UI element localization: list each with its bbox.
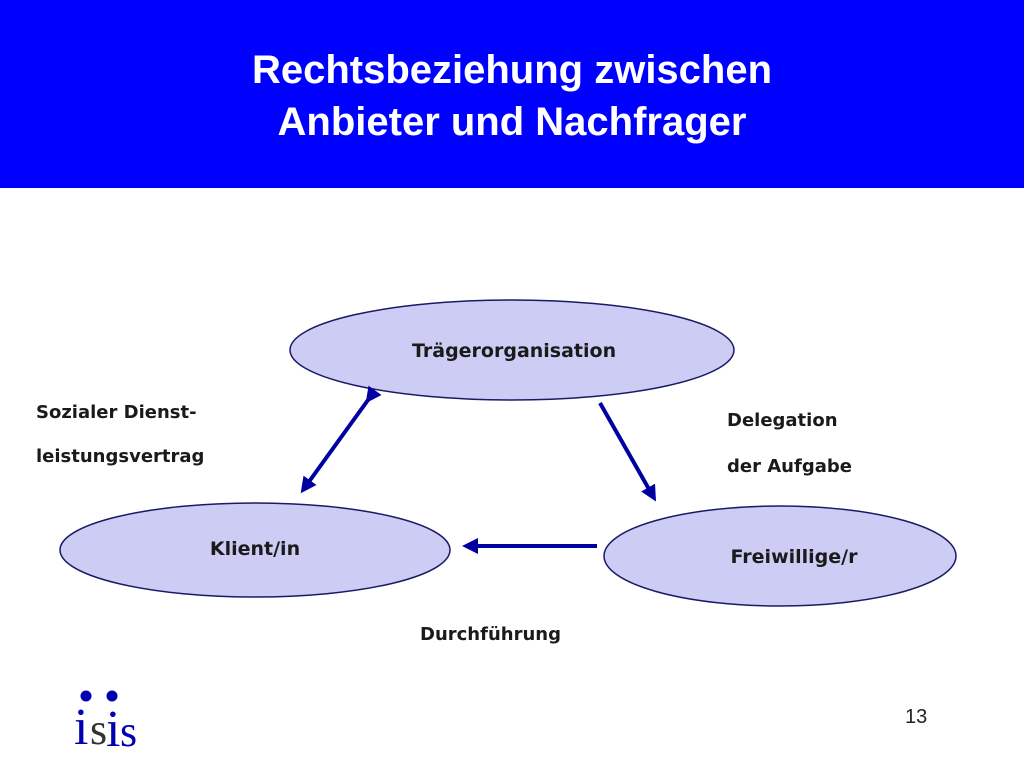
svg-text:s: s — [120, 707, 137, 752]
node-label-freiwillige: Freiwillige/r — [730, 546, 858, 568]
title-line-2: Anbieter und Nachfrager — [277, 100, 747, 144]
label-durchfuehrung: Durchführung — [420, 624, 561, 645]
label-vertrag: Sozialer Dienst- leistungsvertrag — [36, 400, 204, 470]
title-banner — [0, 0, 1024, 188]
node-traegerorganisation — [289, 299, 735, 401]
label-vertrag-line2: leistungsvertrag — [36, 446, 205, 467]
label-delegation-line2: der Aufgabe — [727, 456, 852, 477]
node-freiwillige — [603, 505, 957, 607]
page-number: 13 — [905, 706, 928, 728]
slide-title: Rechtsbeziehung zwischen Anbieter und Na… — [0, 44, 1024, 148]
svg-text:s: s — [90, 705, 107, 752]
arrow-vertrag-bidirectional — [300, 385, 382, 494]
label-delegation: Delegation der Aufgabe — [727, 408, 852, 480]
arrow-delegation — [598, 402, 656, 502]
node-klient — [59, 502, 451, 598]
svg-text:i: i — [106, 701, 120, 752]
svg-text:i: i — [74, 699, 88, 752]
node-label-traegerorganisation: Trägerorganisation — [412, 340, 617, 362]
title-line-1: Rechtsbeziehung zwischen — [251, 48, 773, 92]
label-vertrag-line1: Sozialer Dienst- — [36, 402, 197, 423]
label-delegation-line1: Delegation — [727, 410, 838, 431]
node-label-klient: Klient/in — [209, 538, 301, 560]
isis-logo: i s i s — [74, 690, 137, 752]
